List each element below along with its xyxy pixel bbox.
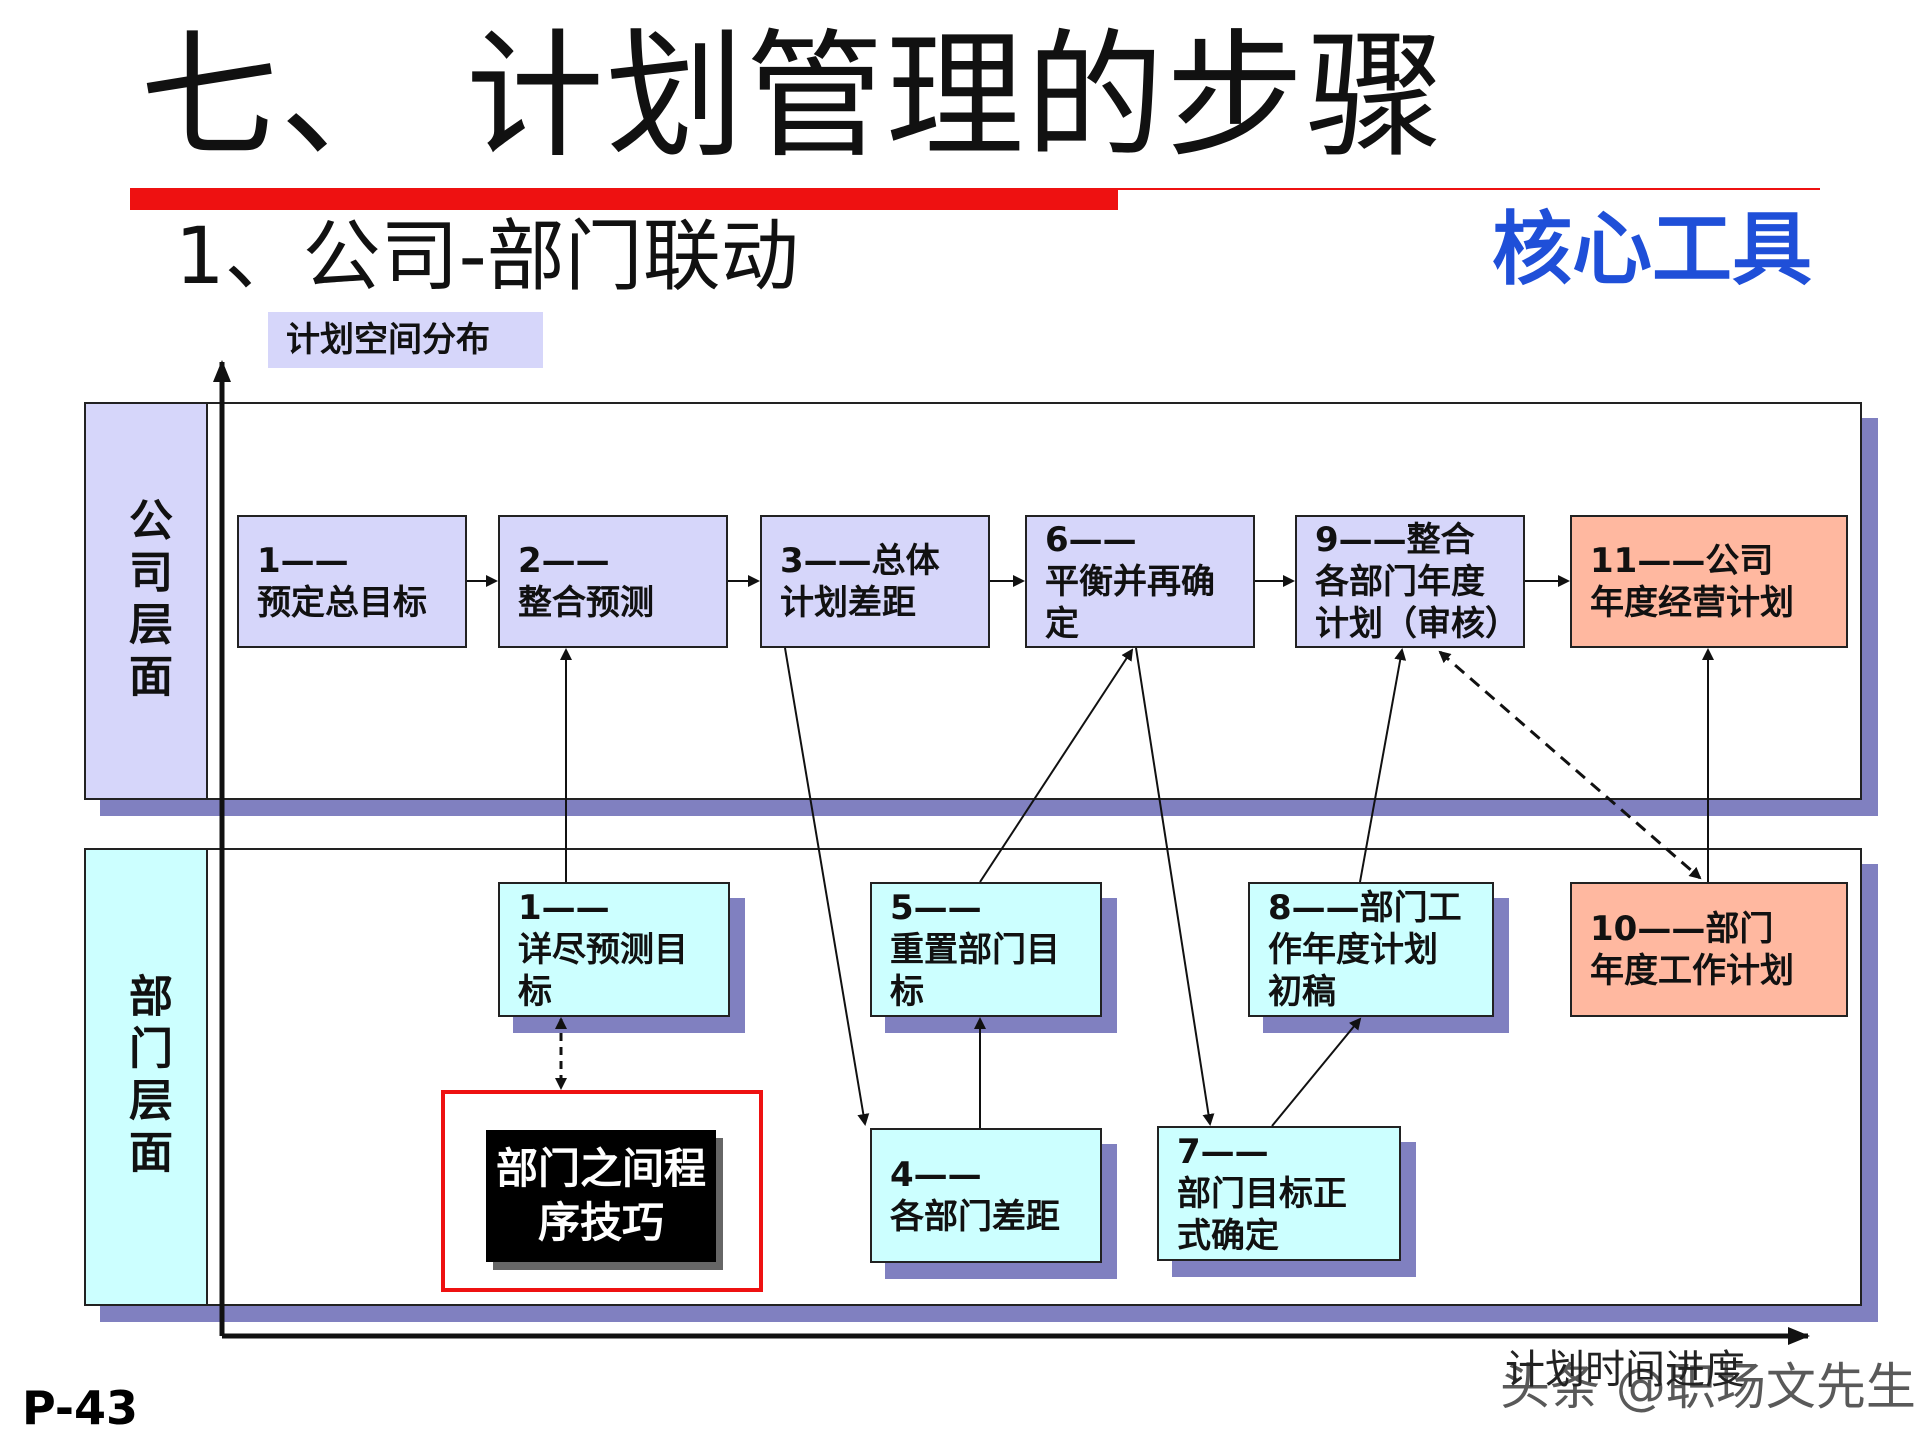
dept-step-8-box: 8——部门工作年度计划初稿 xyxy=(1248,882,1494,1017)
arrow-s9-d10 xyxy=(1438,650,1702,880)
box-text-line: 各部门年度 xyxy=(1315,561,1485,602)
x-axis-label: 计划时间进度 xyxy=(1505,1347,1745,1393)
dept-step-5-box: 5——重置部门目标 xyxy=(870,882,1102,1017)
step-11-box: 11——公司年度经营计划 xyxy=(1570,515,1848,648)
box-text: 3——总体计划差距 xyxy=(780,540,940,624)
box-text-line: 6—— xyxy=(1045,519,1137,560)
box-text-line: 初稿 xyxy=(1268,971,1336,1012)
arrow-d7-d8 xyxy=(1271,1017,1362,1127)
box-text: 1——详尽预测目标 xyxy=(518,887,688,1013)
step-9-box: 9——整合各部门年度计划（审核） xyxy=(1295,515,1525,648)
core-tool-label: 核心工具 xyxy=(1492,203,1812,296)
box-text-line: 1—— xyxy=(257,540,349,581)
arrow-s6-d7 xyxy=(1135,647,1215,1126)
arrow-d5-s6 xyxy=(979,648,1134,883)
arrow-d8-s9 xyxy=(1359,648,1407,883)
step-1-box: 1——预定总目标 xyxy=(237,515,467,648)
box-text-line: 各部门差距 xyxy=(890,1196,1060,1237)
box-text-line: 5—— xyxy=(890,887,982,928)
box-text: 10——部门年度工作计划 xyxy=(1590,908,1794,992)
dept-step-4-box: 4——各部门差距 xyxy=(870,1128,1102,1263)
box-text-line: 程序技巧 xyxy=(537,1144,707,1247)
box-text-line: 标 xyxy=(518,971,552,1012)
box-text: 1——预定总目标 xyxy=(257,540,427,624)
box-text-line: 平衡并再确 xyxy=(1045,561,1215,602)
title-underline-bar xyxy=(130,188,1118,210)
box-text-line: 2—— xyxy=(518,540,610,581)
box-text-line: 部门目标正 xyxy=(1177,1173,1347,1214)
box-text-line: 重置部门目 xyxy=(890,929,1060,970)
arrow-s3-d4 xyxy=(784,647,870,1126)
box-text-line: 整合预测 xyxy=(518,582,654,623)
box-text: 2——整合预测 xyxy=(518,540,654,624)
box-text-line: 式确定 xyxy=(1177,1215,1279,1256)
company-level-text: 公司层面 xyxy=(121,497,172,705)
box-text-line: 3——总体 xyxy=(780,540,940,581)
dept-step-7-box: 7——部门目标正式确定 xyxy=(1157,1126,1401,1261)
box-text-line: 部门之间 xyxy=(495,1144,664,1193)
box-text-line: 11——公司 xyxy=(1590,540,1774,581)
box-text: 11——公司年度经营计划 xyxy=(1590,540,1794,624)
department-level-text: 部门层面 xyxy=(121,973,172,1181)
skill-box: 部门之间程序技巧 xyxy=(486,1130,716,1262)
title-underline-line xyxy=(1118,188,1820,190)
watermark: 头条 @职场文先生 xyxy=(1500,1358,1916,1416)
department-level-label: 部门层面 xyxy=(84,848,208,1306)
skill-box-frame xyxy=(441,1090,763,1292)
step-3-box: 3——总体计划差距 xyxy=(760,515,990,648)
box-text-line: 7—— xyxy=(1177,1131,1269,1172)
box-text-line: 1—— xyxy=(518,887,610,928)
dept-step-10-box: 10——部门年度工作计划 xyxy=(1570,882,1848,1017)
box-text: 5——重置部门目标 xyxy=(890,887,1060,1013)
box-text-line: 4—— xyxy=(890,1154,982,1195)
box-text-line: 年度工作计划 xyxy=(1590,950,1794,991)
page-number: P-43 xyxy=(22,1381,139,1435)
company-level-label: 公司层面 xyxy=(84,402,208,800)
page-title: 七、 计划管理的步骤 xyxy=(140,16,1446,177)
step-2-box: 2——整合预测 xyxy=(498,515,728,648)
box-text-line: 定 xyxy=(1045,603,1079,644)
box-text: 8——部门工作年度计划初稿 xyxy=(1268,887,1462,1013)
box-text: 部门之间程序技巧 xyxy=(486,1142,716,1250)
box-text: 4——各部门差距 xyxy=(890,1154,1060,1238)
box-text-line: 8——部门工 xyxy=(1268,887,1462,928)
box-text-line: 年度经营计划 xyxy=(1590,582,1794,623)
box-text-line: 10——部门 xyxy=(1590,908,1774,949)
step-6-box: 6——平衡并再确定 xyxy=(1025,515,1255,648)
box-text-line: 标 xyxy=(890,971,924,1012)
y-axis-label: 计划空间分布 xyxy=(268,312,543,368)
box-text-line: 计划差距 xyxy=(780,582,916,623)
dept-step-1-box: 1——详尽预测目标 xyxy=(498,882,730,1017)
section-subtitle: 1、公司-部门联动 xyxy=(175,212,799,302)
box-text-line: 9——整合 xyxy=(1315,519,1475,560)
box-text-line: 作年度计划 xyxy=(1268,929,1438,970)
box-text: 9——整合各部门年度计划（审核） xyxy=(1315,519,1519,645)
box-text-line: 预定总目标 xyxy=(257,582,427,623)
box-text: 6——平衡并再确定 xyxy=(1045,519,1215,645)
box-text-line: 详尽预测目 xyxy=(518,929,688,970)
box-text-line: 计划（审核） xyxy=(1315,603,1519,644)
box-text: 7——部门目标正式确定 xyxy=(1177,1131,1347,1257)
